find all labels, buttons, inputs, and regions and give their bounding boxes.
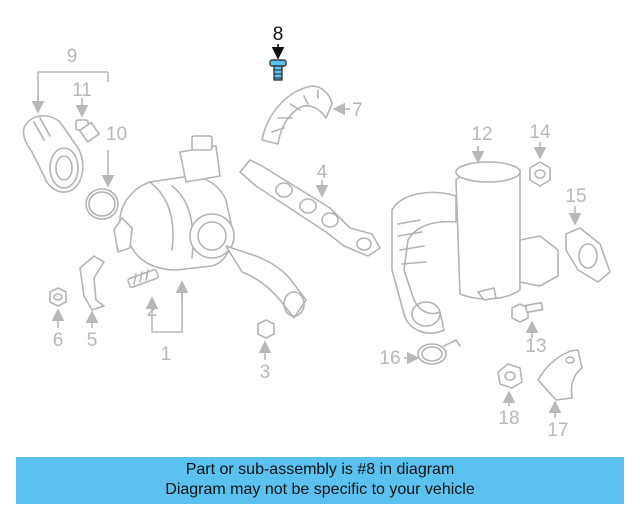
part-3-nut (257, 319, 275, 339)
callout-14: 14 (529, 122, 551, 143)
part-17-bracket (537, 349, 583, 401)
callout-16: 16 (379, 348, 400, 369)
banner-line-part: Part or sub-assembly is #8 in diagram (185, 461, 455, 478)
callout-17: 17 (547, 420, 568, 441)
part-6-nut (49, 287, 67, 307)
part-18-plug (497, 363, 523, 389)
part-5-bracket (79, 255, 105, 311)
parts-diagram: 8 7 9 11 10 2 1 5 6 3 4 12 14 15 13 16 1… (22, 24, 611, 441)
callout-18: 18 (498, 408, 519, 429)
part-15-gasket (565, 227, 611, 283)
callout-11: 11 (72, 80, 92, 101)
callout-12: 12 (471, 124, 492, 145)
part-13-bolt (511, 301, 544, 323)
callout-8: 8 (273, 24, 284, 45)
callout-10: 10 (106, 124, 127, 145)
banner-line-disclaimer: Diagram may not be specific to your vehi… (165, 481, 475, 498)
callout-6: 6 (53, 330, 64, 351)
part-7-heat-shield (261, 85, 350, 145)
callout-3: 3 (260, 362, 271, 383)
callout-9: 9 (67, 46, 78, 67)
part-2-stud (127, 268, 160, 289)
part-9-pipe-assembly (22, 115, 84, 193)
info-banner: Part or sub-assembly is #8 in diagram Di… (16, 457, 624, 504)
callout-5: 5 (87, 330, 98, 351)
part-8-bolt[interactable] (269, 44, 287, 81)
callout-1: 1 (161, 344, 172, 365)
part-16-clamp (417, 339, 461, 365)
callout-13: 13 (525, 336, 546, 357)
part-14-nut (529, 161, 551, 187)
callout-15: 15 (565, 186, 586, 207)
callout-4: 4 (317, 162, 328, 183)
part-10-gasket-ring (85, 188, 119, 220)
part-1-turbocharger (113, 135, 307, 319)
part-12-catalytic-converter (391, 161, 559, 334)
callout-2: 2 (147, 300, 158, 321)
part-11-bolt (75, 119, 100, 143)
callout-7: 7 (352, 100, 363, 121)
part-4-manifold-gasket (239, 159, 381, 257)
